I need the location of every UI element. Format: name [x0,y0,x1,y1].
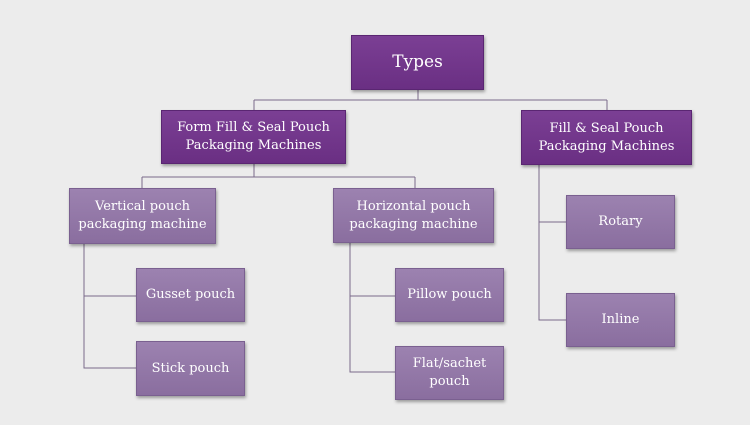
connector-root [253,90,608,110]
node-horizontal-pouch: Horizontal pouch packaging machine [333,188,494,243]
node-gusset-pouch: Gusset pouch [136,268,245,322]
node-form-fill-seal: Form Fill & Seal Pouch Packaging Machine… [161,110,346,164]
node-vertical-pouch: Vertical pouch packaging machine [69,188,216,244]
node-flat-sachet-pouch: Flat/sachet pouch [395,346,504,400]
node-stick-pouch: Stick pouch [136,341,245,396]
node-types: Types [351,35,484,90]
connector-form-fill [141,164,416,188]
connector-fill-seal [538,165,566,321]
node-rotary: Rotary [566,195,675,249]
node-inline: Inline [566,293,675,347]
node-fill-seal: Fill & Seal Pouch Packaging Machines [521,110,692,165]
node-pillow-pouch: Pillow pouch [395,268,504,322]
connector-horizontal [349,243,395,373]
connector-vertical [83,244,136,369]
